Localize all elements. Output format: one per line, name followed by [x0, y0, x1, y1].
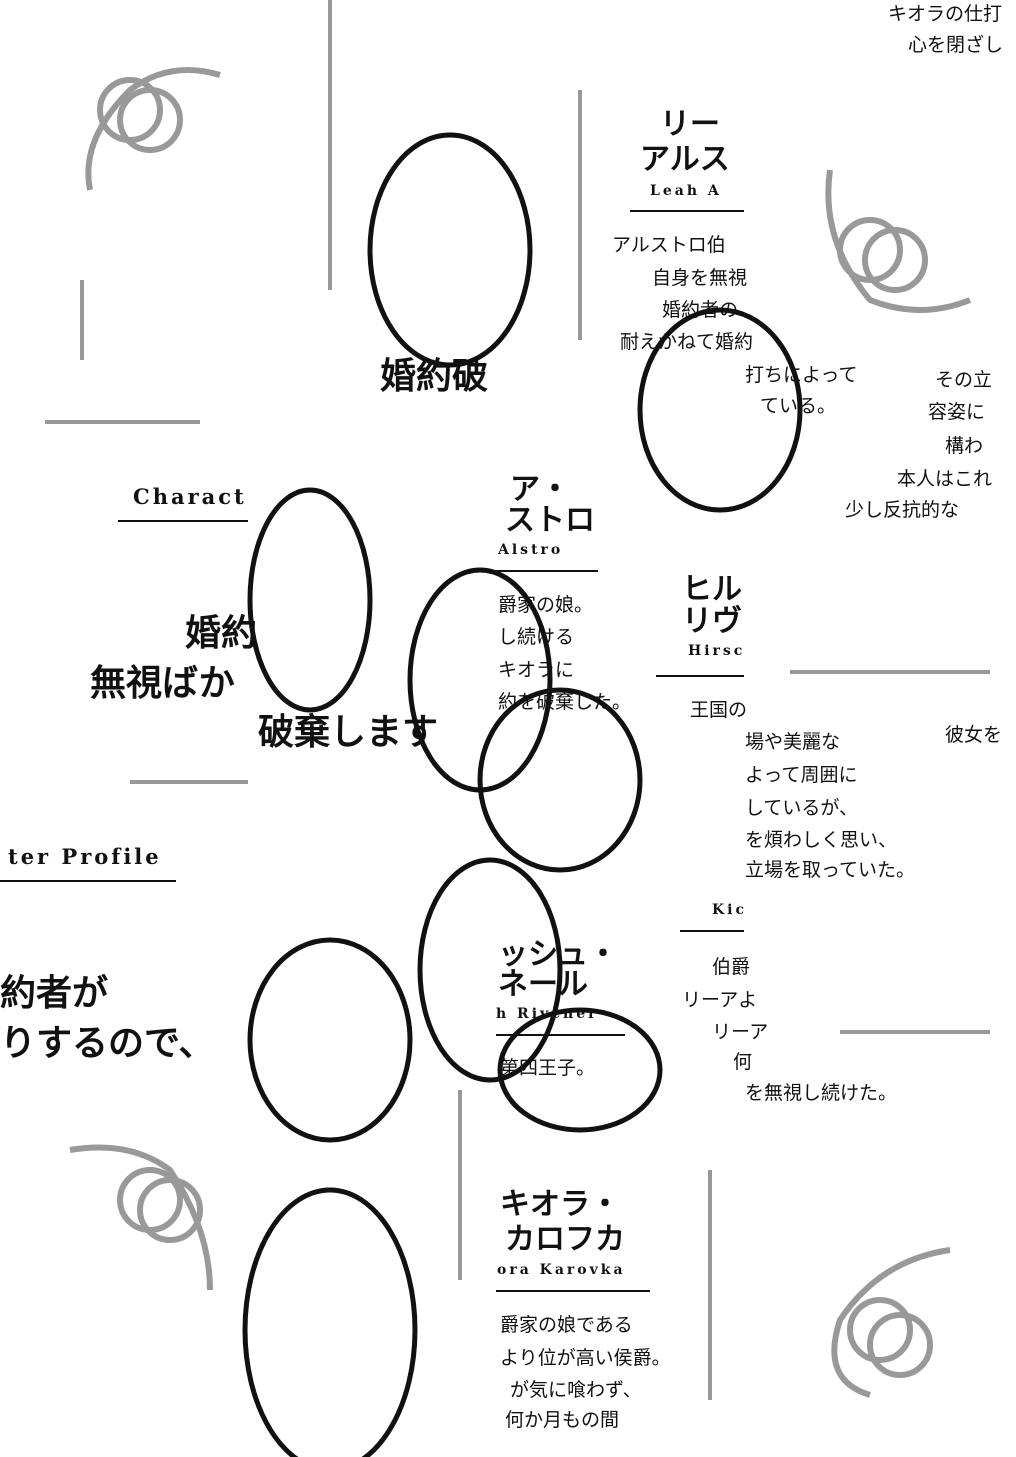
title-fragment: 約者が	[0, 972, 109, 1014]
title-fragment: 無視ばか	[90, 662, 235, 704]
text-fragment: ている。	[760, 395, 837, 417]
flourish-ornament	[69, 67, 972, 1398]
text-fragment: し続ける	[498, 626, 575, 648]
text-fragment: 構わ	[945, 435, 984, 457]
romaji-fragment: Alstro	[498, 542, 564, 558]
name-fragment: ッシュ・	[498, 937, 618, 972]
text-fragment: よって周囲に	[745, 764, 858, 786]
text-fragment: 心を閉ざし	[908, 34, 1004, 56]
heading-fragment: Charact	[133, 484, 247, 509]
text-fragment: 爵家の娘である	[500, 1314, 633, 1336]
text-fragment: 婚約者の	[662, 299, 739, 321]
text-fragment: 立場を取っていた。	[745, 859, 916, 881]
text-fragment: を無視し続けた。	[745, 1082, 898, 1104]
text-fragment: 容姿に	[928, 401, 986, 423]
name-fragment: キオラ・	[500, 1187, 620, 1222]
text-fragment: リーアよ	[682, 989, 758, 1011]
name-fragment: ヒル	[682, 572, 742, 607]
text-fragment: アルストロ伯	[612, 234, 726, 256]
text-fragment: 爵家の娘。	[498, 594, 594, 616]
text-fragment: キオラの仕打	[888, 3, 1003, 25]
text-fragment: リーア	[712, 1021, 769, 1043]
name-fragment: カロフカ	[505, 1222, 625, 1257]
text-fragment: 何か月もの間	[505, 1409, 620, 1431]
romaji-fragment: Hirsc	[688, 643, 746, 659]
name-fragment: ネール	[498, 967, 588, 1002]
title-fragment: りするので、	[0, 1022, 215, 1064]
romaji-fragment: Leah A	[650, 183, 722, 199]
portrait-frames	[242, 132, 803, 1457]
text-fragment: その立	[935, 369, 993, 391]
name-fragment: リヴ	[682, 604, 742, 639]
text-fragment: 約を破棄した。	[498, 691, 632, 713]
text-fragment: が気に喰わず、	[510, 1379, 642, 1401]
text-fragment: 本人はこれ	[897, 468, 993, 490]
text-fragment: 何	[733, 1051, 753, 1073]
text-fragment: 少し反抗的な	[845, 499, 960, 521]
text-fragment: 伯爵	[712, 956, 751, 978]
heading-fragment: ter Profile	[8, 844, 162, 869]
text-fragment: 場や美麗な	[745, 731, 841, 753]
text-fragment: 彼女を	[945, 724, 1003, 746]
vertical-rules	[80, 0, 712, 1400]
title-fragment: 婚約	[185, 612, 258, 654]
romaji-fragment: Kic	[712, 902, 748, 918]
title-rules	[0, 210, 744, 1292]
title-fragment: 破棄します	[258, 711, 439, 753]
text-fragment: 王国の	[690, 699, 748, 721]
text-fragment: 打ちによって	[745, 364, 858, 386]
text-fragment: 自身を無視	[652, 267, 748, 289]
name-fragment: リー	[660, 107, 720, 142]
text-fragment: より位が高い侯爵。	[500, 1347, 671, 1369]
name-fragment: アルス	[640, 142, 730, 177]
text-fragment: キオラに	[498, 659, 575, 681]
romaji-fragment: ora Karovka	[497, 1262, 626, 1278]
text-fragment: しているが、	[745, 797, 859, 819]
romaji-fragment: h Rivener	[496, 1006, 599, 1022]
name-fragment: ア・	[510, 472, 570, 507]
title-fragment: 婚約破	[380, 355, 489, 397]
text-fragment: 第四王子。	[500, 1057, 596, 1079]
text-fragment: 耐えかねて婚約	[620, 331, 754, 353]
text-fragment: を煩わしく思い、	[745, 829, 898, 851]
horizontal-rules	[45, 420, 990, 1034]
name-fragment: ストロ	[505, 503, 595, 538]
